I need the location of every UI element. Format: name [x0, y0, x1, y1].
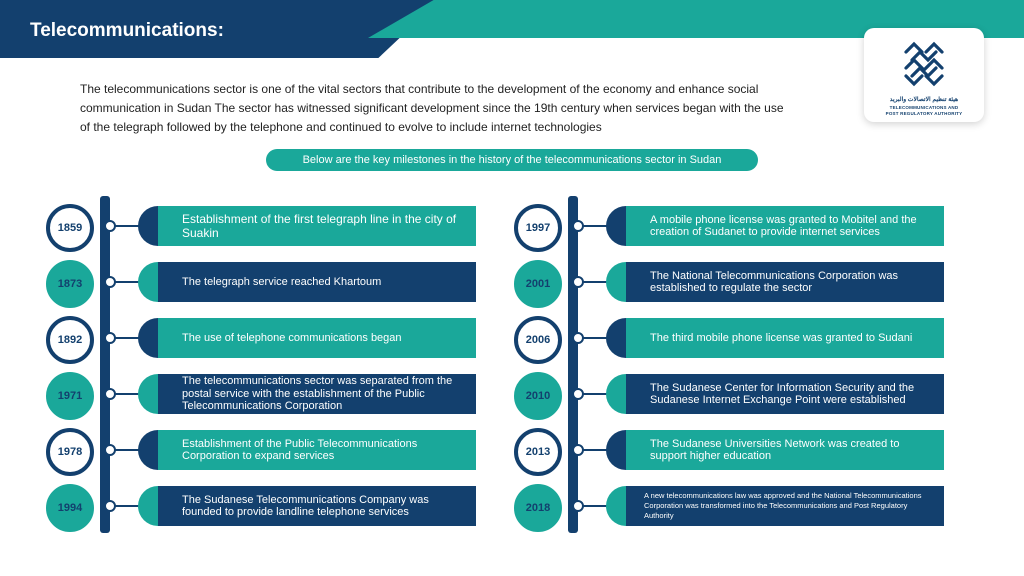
milestone-row: 1997 A mobile phone license was granted …	[508, 204, 948, 252]
connector	[110, 281, 140, 283]
milestone-text: A new telecommunications law was approve…	[626, 486, 944, 526]
milestone-text: The Sudanese Telecommunications Company …	[158, 486, 476, 526]
milestone-text: The Sudanese Center for Information Secu…	[626, 374, 944, 414]
logo: هيئة تنظيم الاتصالات والبريد TELECOMMUNI…	[864, 28, 984, 122]
milestone-row: 1859 Establishment of the first telegrap…	[40, 204, 480, 252]
timeline-dot	[104, 388, 116, 400]
year-badge: 2013	[514, 428, 562, 476]
milestone-text: The telecommunications sector was separa…	[158, 374, 476, 414]
year-badge: 1859	[46, 204, 94, 252]
timeline-line	[568, 196, 578, 533]
intro-paragraph: The telecommunications sector is one of …	[80, 82, 784, 134]
timeline-dot	[572, 220, 584, 232]
year-badge: 2010	[514, 372, 562, 420]
logo-arabic-text: هيئة تنظيم الاتصالات والبريد	[889, 97, 959, 103]
year-badge: 1994	[46, 484, 94, 532]
milestone-text: The third mobile phone license was grant…	[626, 318, 944, 358]
milestone-text: A mobile phone license was granted to Mo…	[626, 206, 944, 246]
logo-english-line2: POST REGULATORY AUTHORITY	[885, 111, 963, 116]
milestone-row: 1892 The use of telephone communications…	[40, 316, 480, 364]
milestone-text: The National Telecommunications Corporat…	[626, 262, 944, 302]
year-badge: 1892	[46, 316, 94, 364]
timeline-dot	[104, 220, 116, 232]
milestone-row: 2001 The National Telecommunications Cor…	[508, 260, 948, 308]
timeline-dot	[104, 276, 116, 288]
connector	[110, 225, 140, 227]
milestone-row: 1994 The Sudanese Telecommunications Com…	[40, 484, 480, 532]
connector	[110, 505, 140, 507]
milestone-row: 2006 The third mobile phone license was …	[508, 316, 948, 364]
connector	[578, 225, 608, 227]
milestone-row: 1873 The telegraph service reached Khart…	[40, 260, 480, 308]
milestone-row: 2010 The Sudanese Center for Information…	[508, 372, 948, 420]
milestone-row: 2013 The Sudanese Universities Network w…	[508, 428, 948, 476]
header-band-navy	[0, 0, 440, 58]
timeline-dot	[104, 500, 116, 512]
milestones-banner: Below are the key milestones in the hist…	[266, 149, 758, 171]
milestone-text: The use of telephone communications bega…	[158, 318, 476, 358]
year-badge: 2006	[514, 316, 562, 364]
timeline-dot	[104, 444, 116, 456]
connector	[578, 281, 608, 283]
year-badge: 1873	[46, 260, 94, 308]
timeline-line	[100, 196, 110, 533]
connector	[110, 337, 140, 339]
timeline-dot	[572, 388, 584, 400]
year-badge: 1971	[46, 372, 94, 420]
year-badge: 2018	[514, 484, 562, 532]
year-badge: 1978	[46, 428, 94, 476]
connector	[578, 449, 608, 451]
milestone-row: 1971 The telecommunications sector was s…	[40, 372, 480, 420]
milestone-text: Establishment of the Public Telecommunic…	[158, 430, 476, 470]
timeline-dot	[572, 332, 584, 344]
connector	[578, 393, 608, 395]
milestone-row: 2018 A new telecommunications law was ap…	[508, 484, 948, 532]
timeline-dot	[572, 500, 584, 512]
connector	[110, 449, 140, 451]
milestone-text: The Sudanese Universities Network was cr…	[626, 430, 944, 470]
logo-emblem-icon	[904, 41, 944, 87]
milestone-row: 1978 Establishment of the Public Telecom…	[40, 428, 480, 476]
milestone-text: Establishment of the first telegraph lin…	[158, 206, 476, 246]
connector	[578, 337, 608, 339]
timeline-dot	[572, 276, 584, 288]
year-badge: 2001	[514, 260, 562, 308]
timeline-dot	[104, 332, 116, 344]
milestone-text: The telegraph service reached Khartoum	[158, 262, 476, 302]
connector	[110, 393, 140, 395]
year-badge: 1997	[514, 204, 562, 252]
connector	[578, 505, 608, 507]
page-title: Telecommunications:	[30, 20, 224, 41]
logo-english-line1: TELECOMMUNICATIONS AND	[889, 105, 959, 110]
timeline-dot	[572, 444, 584, 456]
